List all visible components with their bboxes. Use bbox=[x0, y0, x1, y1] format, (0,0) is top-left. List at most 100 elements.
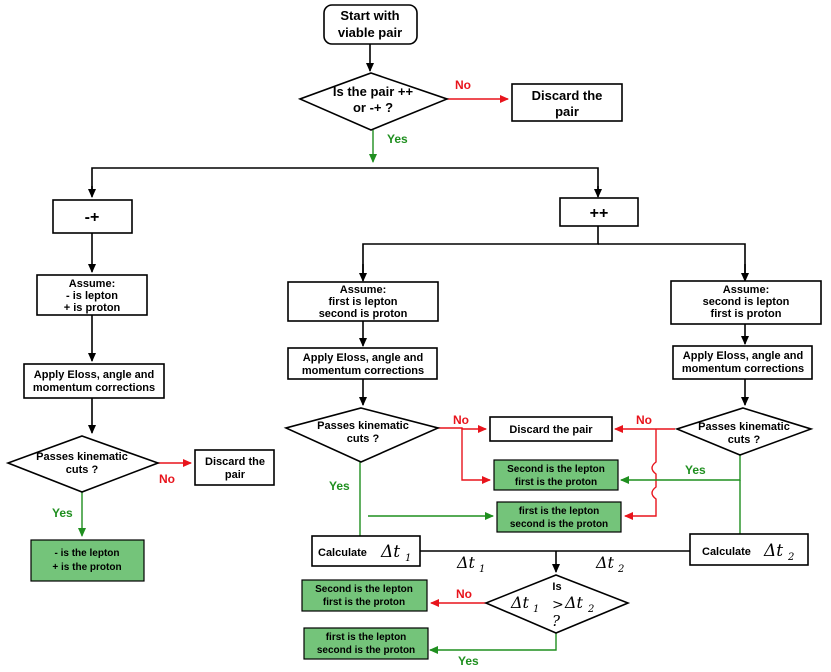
mid-cuts-line2: cuts ? bbox=[347, 433, 380, 445]
plus-plus-box bbox=[559, 197, 639, 227]
discard-top-line1: Discard the bbox=[532, 88, 603, 103]
split-plusplus-right bbox=[598, 243, 746, 278]
left-discard-line2: pair bbox=[225, 469, 246, 481]
final-decision bbox=[483, 574, 631, 634]
mid-assume-box bbox=[287, 281, 439, 322]
connectors bbox=[78, 44, 749, 654]
final-second-lepton-line1: Second is the lepton bbox=[315, 584, 413, 595]
final-q-lhs-sub: 1 bbox=[533, 604, 539, 615]
mid-corrections-line2: momentum corrections bbox=[302, 365, 424, 377]
calculate-dt1-sub: 1 bbox=[405, 553, 411, 564]
final-first-lepton-line2: second is the proton bbox=[317, 645, 415, 656]
final-first-lepton-box bbox=[303, 627, 429, 660]
left-corrections-line1: Apply Eloss, angle and bbox=[34, 369, 154, 381]
no-label-left: No bbox=[159, 472, 175, 486]
right-corrections-line2: momentum corrections bbox=[682, 363, 804, 375]
second-lepton-line1: Second is the lepton bbox=[507, 464, 605, 475]
left-cuts-decision bbox=[5, 435, 161, 493]
calculate-dt1-label: Calculate bbox=[318, 547, 367, 559]
first-lepton-result-box bbox=[496, 501, 622, 533]
left-assume-box bbox=[36, 274, 148, 316]
start-node bbox=[323, 4, 418, 45]
arrow-mid-no-second-lepton bbox=[461, 428, 491, 484]
mid-assume-line2: first is lepton bbox=[328, 296, 397, 308]
minus-plus-label: -+ bbox=[85, 209, 100, 226]
right-corrections-box bbox=[672, 345, 813, 380]
dt1-label-math: Δt bbox=[456, 553, 476, 572]
left-result-box bbox=[30, 539, 145, 582]
yes-label-right: Yes bbox=[685, 463, 706, 477]
right-assume-line2: second is lepton bbox=[703, 296, 790, 308]
mid-cuts-decision bbox=[283, 407, 441, 463]
discard-top-box bbox=[511, 83, 623, 122]
final-q-op: > bbox=[552, 597, 564, 613]
start-text-line1: Start with bbox=[340, 8, 399, 23]
left-assume-line2: - is lepton bbox=[66, 290, 118, 302]
left-assume-line3: + is proton bbox=[64, 302, 121, 314]
yes-label-mid: Yes bbox=[329, 479, 350, 493]
no-label-mid: No bbox=[453, 413, 469, 427]
discard-mid-label: Discard the pair bbox=[509, 424, 593, 436]
pair-type-decision bbox=[297, 72, 450, 131]
right-assume-box bbox=[670, 280, 822, 325]
left-discard-box bbox=[194, 449, 275, 486]
minus-plus-box bbox=[52, 199, 133, 234]
second-lepton-result-box bbox=[493, 459, 619, 491]
final-q-rhs-sub: 2 bbox=[587, 604, 594, 615]
right-cuts-line2: cuts ? bbox=[728, 434, 761, 446]
first-lepton-line1: first is the lepton bbox=[519, 506, 600, 517]
dt2-label-math: Δt bbox=[595, 553, 615, 572]
plus-plus-label: ++ bbox=[590, 205, 609, 222]
pair-question-line1: Is the pair ++ bbox=[333, 84, 414, 99]
mid-assume-line1: Assume: bbox=[340, 284, 386, 296]
yes-label-top: Yes bbox=[387, 132, 408, 146]
calculate-dt1-box bbox=[311, 535, 421, 567]
calculate-dt2-sub: 2 bbox=[787, 552, 794, 563]
left-result-line1: - is the lepton bbox=[55, 548, 120, 559]
left-assume-line1: Assume: bbox=[69, 278, 115, 290]
final-second-lepton-line2: first is the proton bbox=[323, 597, 405, 608]
arrow-right-yes-second-lepton bbox=[620, 455, 741, 484]
left-cuts-line1: Passes kinematic bbox=[36, 451, 128, 463]
final-q-rhs: Δt bbox=[564, 593, 584, 612]
final-q-mark: ? bbox=[552, 612, 561, 630]
left-result-line2: + is the proton bbox=[52, 562, 121, 573]
mid-assume-line3: second is proton bbox=[319, 308, 408, 320]
left-corrections-box bbox=[23, 363, 165, 399]
first-lepton-line2: second is the proton bbox=[510, 519, 608, 530]
dt2-label-sub: 2 bbox=[617, 564, 624, 575]
arrow-right-no-first-lepton bbox=[624, 429, 657, 520]
arrow-final-yes bbox=[429, 633, 557, 654]
final-q-lhs: Δt bbox=[510, 593, 530, 612]
right-corrections-line1: Apply Eloss, angle and bbox=[683, 350, 803, 362]
dt1-label-sub: 1 bbox=[479, 564, 485, 575]
yes-label-left: Yes bbox=[52, 506, 73, 520]
mid-corrections-line1: Apply Eloss, angle and bbox=[303, 352, 423, 364]
left-discard-line1: Discard the bbox=[205, 456, 265, 468]
pair-question-line2: or -+ ? bbox=[353, 100, 393, 115]
calculate-dt2-box bbox=[689, 533, 809, 566]
no-label-right: No bbox=[636, 413, 652, 427]
calculate-dt2-math: Δt bbox=[763, 541, 783, 561]
left-corrections-line2: momentum corrections bbox=[33, 382, 155, 394]
final-q-is: Is bbox=[552, 581, 561, 593]
discard-mid-box bbox=[489, 416, 613, 442]
calculate-dt2-label: Calculate bbox=[702, 546, 751, 558]
split-line bbox=[91, 167, 599, 195]
right-cuts-decision bbox=[674, 407, 814, 456]
no-label-final: No bbox=[456, 587, 472, 601]
no-label-top: No bbox=[455, 78, 471, 92]
yes-label-final: Yes bbox=[458, 654, 479, 668]
discard-top-line2: pair bbox=[555, 104, 579, 119]
final-second-lepton-box bbox=[301, 579, 428, 612]
mid-cuts-line1: Passes kinematic bbox=[317, 420, 409, 432]
right-assume-line3: first is proton bbox=[711, 308, 782, 320]
split-plusplus-line bbox=[362, 226, 599, 278]
calculate-dt1-math: Δt bbox=[380, 542, 400, 562]
second-lepton-line2: first is the proton bbox=[515, 477, 597, 488]
mid-corrections-box bbox=[287, 347, 438, 380]
right-assume-line1: Assume: bbox=[723, 284, 769, 296]
right-cuts-line1: Passes kinematic bbox=[698, 421, 790, 433]
left-cuts-line2: cuts ? bbox=[66, 464, 99, 476]
